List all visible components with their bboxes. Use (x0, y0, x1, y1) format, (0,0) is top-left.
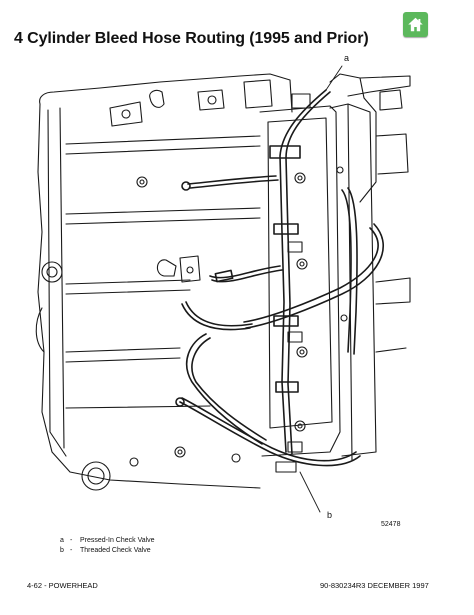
page-title: 4 Cylinder Bleed Hose Routing (1995 and … (14, 30, 369, 47)
legend-key: a (60, 537, 64, 544)
footer-section-label: 4-62 - POWERHEAD (27, 581, 98, 590)
cylinder-head-cover (259, 93, 377, 461)
check-valve-fittings (156, 255, 297, 473)
right-bracket (329, 73, 411, 353)
legend-text: Pressed-In Check Valve (80, 537, 155, 544)
figure-number: 52478 (381, 521, 401, 528)
legend-separator: - (70, 537, 73, 544)
legend-text: Threaded Check Valve (80, 546, 151, 554)
legend-item: a - Pressed-In Check Valve (60, 536, 155, 546)
legend-separator: - (70, 546, 73, 554)
legend-item: b - Threaded Check Valve (60, 546, 155, 556)
bleed-hose-diagram (35, 65, 411, 513)
engine-block-outline (35, 73, 293, 491)
engine-top-features (109, 79, 273, 467)
callout-label-b: b (327, 510, 333, 520)
legend: a - Pressed-In Check Valve b - Threaded … (60, 536, 155, 555)
bleed-hoses (175, 89, 384, 467)
legend-key: b (60, 546, 64, 554)
leader-lines (299, 65, 343, 513)
home-icon (408, 17, 423, 32)
callout-label-a: a (344, 53, 350, 63)
footer-document-info: 90-830234R3 DECEMBER 1997 (320, 581, 429, 590)
home-button[interactable] (403, 12, 428, 37)
